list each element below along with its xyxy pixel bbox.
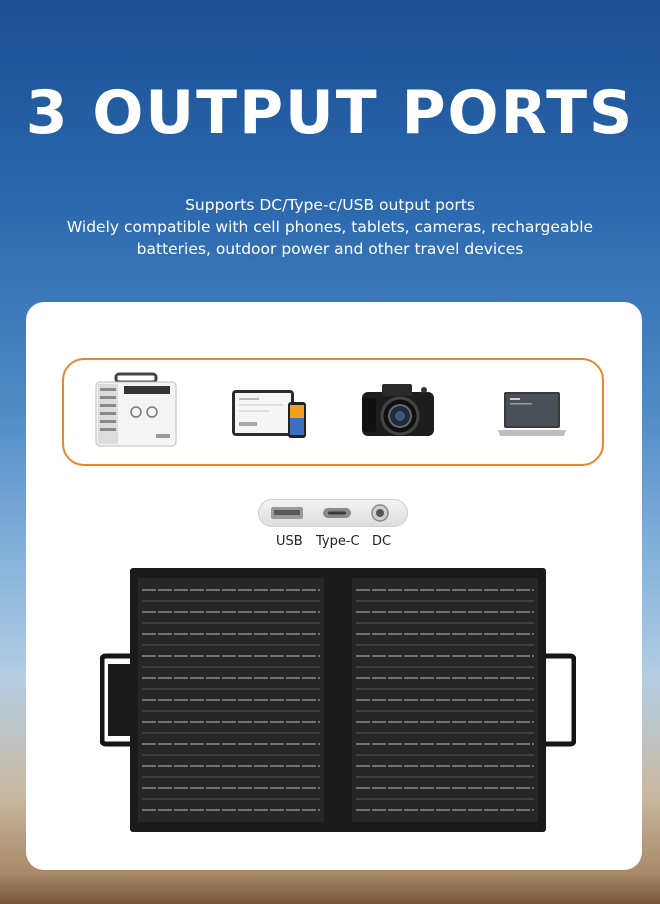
power-station-image (95, 372, 177, 447)
output-ports-strip (258, 499, 408, 527)
product-card: USB Type-C DC (26, 302, 642, 870)
solar-panel (130, 568, 546, 832)
camera-image (362, 384, 434, 436)
type-c-label: Type-C (316, 534, 360, 549)
tablet-phone-image (232, 390, 306, 438)
compatible-devices-frame (62, 358, 604, 466)
description-line-1: Supports DC/Type-c/USB output ports (185, 196, 475, 214)
solar-panel-cells-left (138, 578, 324, 822)
left-handle-strap (100, 653, 134, 747)
description-line-2: Widely compatible with cell phones, tabl… (66, 218, 594, 236)
dc-port-icon (371, 504, 389, 522)
dc-label: DC (372, 534, 392, 549)
solar-panel-cells-right (352, 578, 538, 822)
usb-label: USB (276, 534, 303, 549)
type-c-port-icon (323, 508, 351, 518)
laptop-image (498, 392, 566, 436)
right-handle-strap (542, 653, 576, 747)
description: Supports DC/Type-c/USB output ports Wide… (40, 194, 620, 260)
description-line-3: batteries, outdoor power and other trave… (136, 240, 524, 258)
headline: 3 OUTPUT PORTS (25, 78, 635, 148)
desert-ground (0, 872, 660, 904)
usb-port-icon (271, 507, 303, 519)
